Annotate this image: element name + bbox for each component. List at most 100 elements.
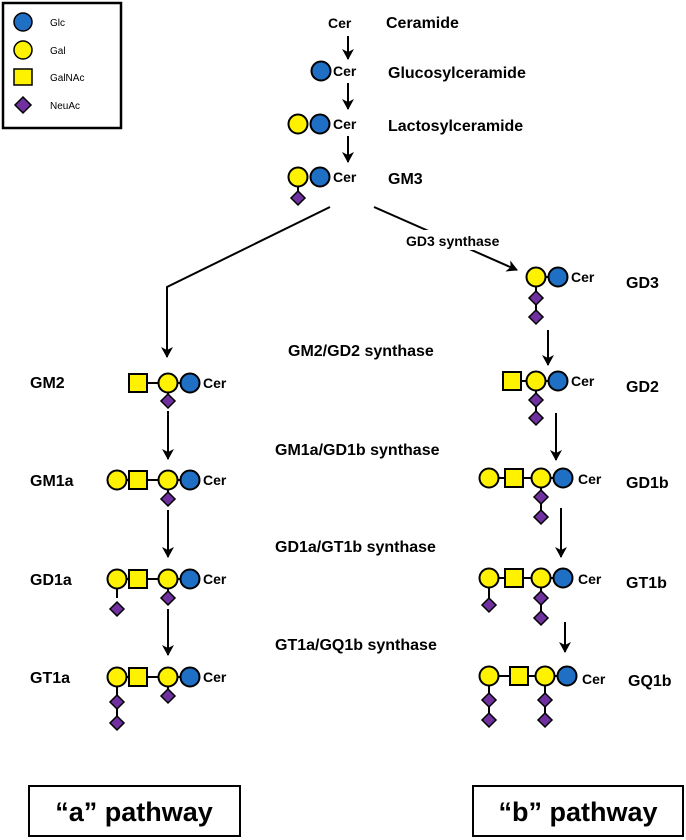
- gd1a-label: GD1a: [30, 572, 72, 589]
- glc-icon: [309, 166, 331, 188]
- neuac-icon: [159, 392, 177, 410]
- neuac-icon: [480, 711, 498, 729]
- blue-circle-icon: [13, 12, 33, 32]
- b-pathway-title: “b” pathway: [498, 797, 657, 827]
- neuac-icon: [289, 189, 307, 207]
- gal-icon: [157, 372, 179, 394]
- legend-label-galnac: GalNAc: [50, 73, 84, 84]
- cer-label: Cer: [582, 671, 606, 687]
- cer-label: Cer: [203, 571, 227, 587]
- neuac-icon: [108, 600, 126, 618]
- neuac-icon: [532, 609, 550, 627]
- glucosylceramide-label: Glucosylceramide: [388, 65, 526, 82]
- neuac-icon: [527, 289, 545, 307]
- galnac-icon: [502, 371, 522, 391]
- lactosylceramide-structure: Cer: [287, 113, 357, 135]
- legend-label-gal: Gal: [50, 46, 66, 57]
- neuac-icon: [527, 391, 545, 409]
- gal-icon: [530, 567, 552, 589]
- glc-icon: [556, 665, 578, 687]
- cer-label: Cer: [578, 471, 602, 487]
- galnac-icon: [128, 373, 148, 393]
- gal-icon: [106, 568, 128, 590]
- neuac-icon: [159, 589, 177, 607]
- gal-icon: [534, 665, 556, 687]
- gq1b-label: GQ1b: [628, 673, 672, 690]
- gt1a-label: GT1a: [30, 670, 70, 687]
- neuac-icon: [480, 596, 498, 614]
- lactosylceramide-label: Lactosylceramide: [388, 118, 523, 135]
- gd1a-structure: Cer: [106, 568, 227, 618]
- gd3-label: GD3: [626, 275, 659, 292]
- gal-icon: [525, 370, 547, 392]
- cer-label: Cer: [203, 375, 227, 391]
- arrow-gm3-to-gm2: [161, 206, 331, 358]
- gd1b-structure: Cer: [478, 467, 602, 526]
- galnac-icon: [509, 666, 529, 686]
- yellow-circle-icon: [13, 40, 33, 60]
- gd3-structure: Cer: [525, 266, 595, 326]
- gal-icon: [525, 266, 547, 288]
- cer-label: Cer: [333, 169, 357, 185]
- gd1b-label: GD1b: [626, 475, 669, 492]
- neuac-icon: [527, 409, 545, 427]
- neuac-icon: [532, 488, 550, 506]
- gal-icon: [106, 469, 128, 491]
- glc-icon: [547, 370, 569, 392]
- gal-icon: [287, 166, 309, 188]
- glucosylceramide-structure: Cer: [310, 60, 357, 82]
- gal-icon: [478, 665, 500, 687]
- gd3-synthase-label: GD3 synthase: [406, 233, 500, 249]
- gt1a-gq1b-synthase-label: GT1a/GQ1b synthase: [275, 637, 437, 654]
- gq1b-structure: Cer: [478, 665, 606, 729]
- gt1b-label: GT1b: [626, 575, 667, 592]
- cer-label: Cer: [571, 373, 595, 389]
- yellow-square-icon: [13, 68, 33, 86]
- gal-icon: [478, 467, 500, 489]
- ceramide-cer-label: Cer: [328, 15, 352, 31]
- galnac-icon: [128, 569, 148, 589]
- glc-icon: [547, 266, 569, 288]
- a-pathway-box: “a” pathway: [28, 785, 241, 837]
- a-pathway-title: “a” pathway: [55, 797, 213, 827]
- galnac-icon: [504, 468, 524, 488]
- glc-icon: [310, 60, 332, 82]
- neuac-icon: [108, 693, 126, 711]
- gal-icon: [478, 567, 500, 589]
- gal-icon: [287, 113, 309, 135]
- legend-label-neuac: NeuAc: [50, 101, 80, 112]
- glc-icon: [309, 113, 331, 135]
- cer-label: Cer: [571, 269, 595, 285]
- a-pathway-frame: [28, 785, 241, 837]
- neuac-icon: [480, 691, 498, 709]
- legend-label-glc: Glc: [50, 18, 65, 29]
- gm2-structure: Cer: [128, 372, 227, 410]
- neuac-icon: [527, 308, 545, 326]
- cer-label: Cer: [333, 63, 357, 79]
- ceramide-label: Ceramide: [386, 15, 459, 32]
- neuac-icon: [159, 490, 177, 508]
- gm2-label: GM2: [30, 375, 65, 392]
- glc-icon: [179, 469, 201, 491]
- gal-icon: [157, 469, 179, 491]
- cer-label: Cer: [333, 116, 357, 132]
- neuac-icon: [532, 589, 550, 607]
- cer-label: Cer: [203, 472, 227, 488]
- gd1a-gt1b-synthase-label: GD1a/GT1b synthase: [275, 539, 436, 556]
- gal-icon: [157, 568, 179, 590]
- gm1a-gd1b-synthase-label: GM1a/GD1b synthase: [275, 442, 440, 459]
- cer-label: Cer: [203, 669, 227, 685]
- purple-diamond-icon: [13, 95, 33, 115]
- b-pathway-box: “b” pathway: [472, 785, 684, 837]
- glc-icon: [179, 372, 201, 394]
- legend: Glc Gal GalNAc NeuAc: [1, 1, 123, 130]
- gm1a-structure: Cer: [106, 469, 227, 508]
- gt1b-structure: Cer: [478, 567, 602, 627]
- gm1a-label: GM1a: [30, 473, 74, 490]
- galnac-icon: [128, 667, 148, 687]
- gd2-structure: Cer: [502, 370, 595, 427]
- b-pathway-frame: [472, 785, 684, 837]
- neuac-icon: [108, 714, 126, 732]
- galnac-icon: [504, 568, 524, 588]
